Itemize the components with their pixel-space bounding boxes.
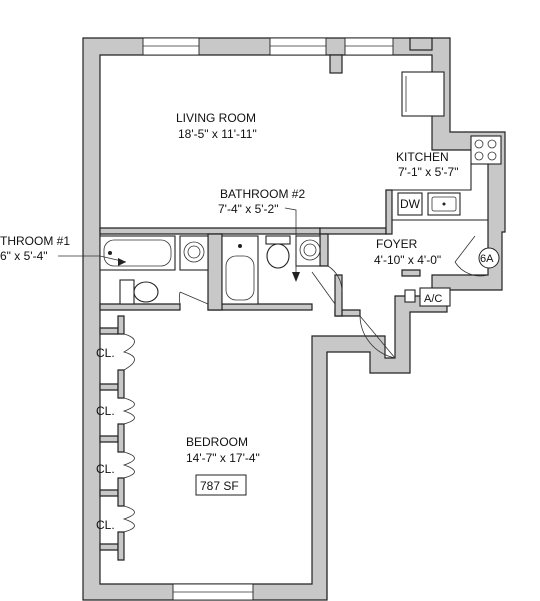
closet-label-4: CL. (96, 518, 115, 532)
refrigerator (401, 71, 445, 117)
toilet-2 (266, 243, 290, 269)
kitchen (385, 71, 502, 221)
closet-label-1: CL. (96, 346, 115, 360)
toilet-tank-1 (119, 279, 135, 305)
dishwasher (397, 192, 423, 216)
kitchen-dims: 7'-1" x 5'-7" (398, 165, 458, 179)
bathtub-1 (99, 235, 176, 271)
ac-label: A/C (424, 293, 442, 305)
leader-lines (58, 207, 300, 282)
toilet-tank-2 (265, 235, 291, 245)
bedroom-name: BEDROOM (186, 435, 248, 449)
column-ne (409, 37, 433, 51)
dishwasher-label: DW (400, 197, 421, 211)
bedroom-dims: 14'-7" x 17'-4" (186, 451, 260, 465)
bathroom1-name: THROOM #1 (0, 234, 70, 248)
bathroom1-fixtures (99, 235, 209, 305)
bathroom2-name: BATHROOM #2 (220, 187, 305, 201)
unit-id: 6A (480, 253, 494, 265)
foyer-dims: 4'-10" x 4'-0" (374, 253, 441, 267)
column (329, 54, 343, 74)
living-room-name: LIVING ROOM (176, 111, 256, 125)
bathroom2-fixtures (221, 235, 321, 305)
exterior-walls (82, 37, 506, 601)
kitchen-name: KITCHEN (396, 150, 449, 164)
foyer-name: FOYER (376, 237, 418, 251)
bathroom1-dims: 6" x 5'-4" (0, 249, 48, 263)
area-box (195, 474, 247, 496)
stove (470, 135, 502, 165)
area-label: 787 SF (200, 479, 239, 493)
living-room-dims: 18'-5" x 11'-11" (178, 127, 257, 141)
bathroom2-dims: 7'-4" x 5'-2" (218, 202, 278, 216)
toilet-1 (133, 281, 159, 303)
windows (142, 37, 394, 601)
doors (122, 235, 489, 533)
unit-id-badge (478, 247, 500, 269)
closet-label-2: CL. (96, 404, 115, 418)
closet-label-3: CL. (96, 462, 115, 476)
ac-closet (404, 289, 416, 303)
ac-unit (419, 287, 451, 307)
